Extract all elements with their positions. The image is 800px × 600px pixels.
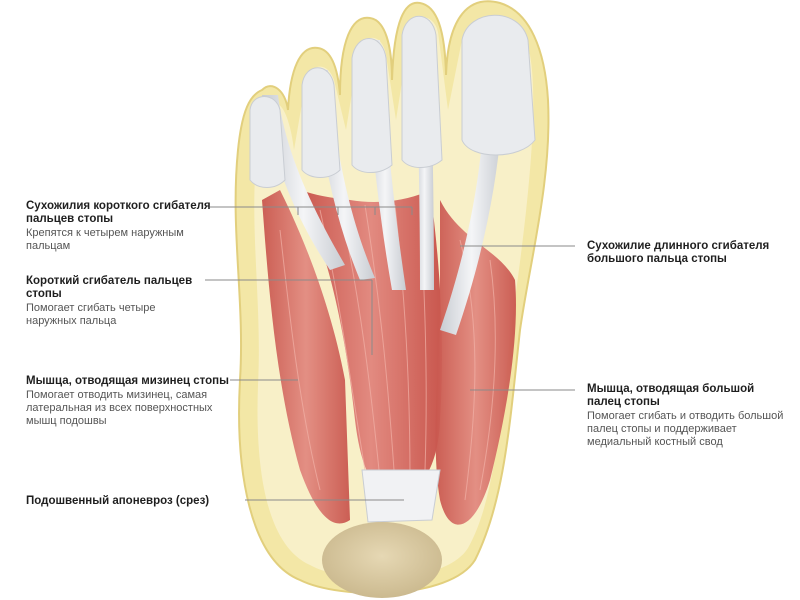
plantar-aponeurosis-cut bbox=[361, 469, 441, 523]
abductor-digiti-minimi-muscle bbox=[262, 190, 350, 524]
callout-description: Помогает сгибать и отводить большой пале… bbox=[587, 410, 784, 448]
callout-short-flexor-tendons: Сухожилия короткого сгибателя пальцев ст… bbox=[26, 200, 211, 253]
callout-title: Сухожилия короткого сгибателя пальцев ст… bbox=[26, 200, 211, 225]
callout-title: Мышца, отводящая большой палец стопы bbox=[587, 383, 755, 408]
callout-long-flexor-hallucis-tendon: Сухожилие длинного сгибателя большого па… bbox=[587, 240, 782, 266]
heel-pad bbox=[322, 522, 442, 598]
callout-title: Мышца, отводящая мизинец стопы bbox=[26, 375, 229, 387]
callout-title: Подошвенный апоневроз (срез) bbox=[26, 495, 210, 507]
callout-short-flexor: Короткий сгибатель пальцев стопы Помогае… bbox=[26, 275, 201, 328]
callout-abductor-digiti-minimi: Мышца, отводящая мизинец стопы Помогает … bbox=[26, 375, 231, 428]
callout-description: Помогает сгибать четыре наружных пальца bbox=[26, 302, 156, 327]
callout-description: Помогает отводить мизинец, самая латерал… bbox=[26, 389, 213, 427]
callout-plantar-aponeurosis: Подошвенный апоневроз (срез) bbox=[26, 495, 251, 508]
callout-title: Короткий сгибатель пальцев стопы bbox=[26, 275, 193, 300]
callout-description: Крепятся к четырем наружным пальцам bbox=[26, 227, 184, 252]
leader-lines bbox=[205, 206, 575, 501]
toe-caps bbox=[249, 14, 536, 188]
callout-title: Сухожилие длинного сгибателя большого па… bbox=[587, 240, 770, 265]
callout-abductor-hallucis: Мышца, отводящая большой палец стопы Пом… bbox=[587, 383, 787, 449]
